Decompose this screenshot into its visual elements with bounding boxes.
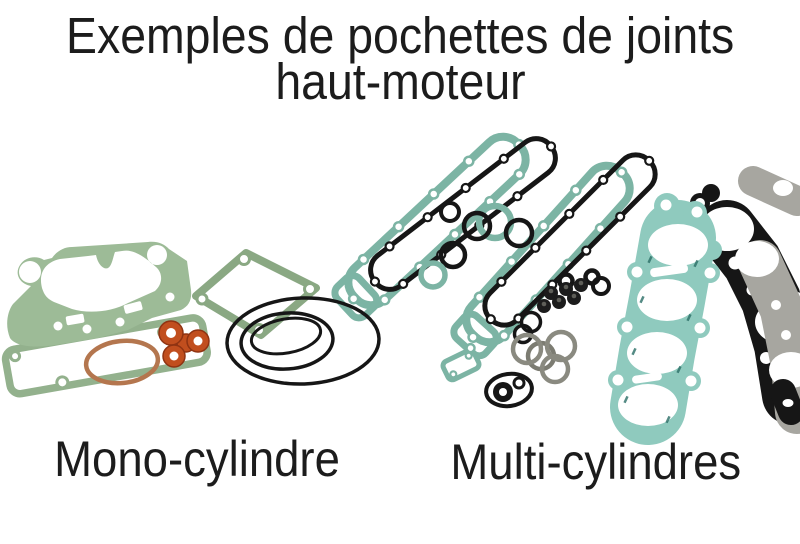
cam-ring-black-1 — [461, 210, 493, 242]
mono-cover-gasket — [192, 249, 320, 339]
mono-cylinder-gasket-set — [1, 241, 381, 398]
head-gasket-green — [608, 193, 722, 445]
label-mono-cylindre: Mono-cylindre — [54, 431, 340, 487]
head-gasket-print-marks — [623, 255, 699, 424]
label-multi-cylindres: Multi-cylindres — [450, 434, 742, 490]
copper-ring — [83, 338, 161, 386]
cam-ring-black-4 — [438, 240, 468, 270]
head-gasket-steel-top — [738, 166, 800, 216]
page-title: Exemples de pochettes de joints haut-mot… — [0, 7, 800, 110]
title-line-2: haut-moteur — [274, 53, 526, 110]
orange-washers — [158, 320, 210, 368]
steel-washers — [510, 329, 578, 385]
hidden-o-ring — [591, 276, 611, 296]
valve-stem-seals — [537, 268, 601, 313]
small-plate-gasket — [440, 342, 482, 383]
valve-cover-gasket-black-2 — [482, 152, 658, 328]
head-gasket-black-tail — [770, 379, 800, 425]
oil-seal — [484, 371, 534, 409]
valve-cover-gasket-black-1 — [368, 136, 558, 292]
mono-head-gasket — [7, 241, 192, 347]
cam-ring-black-2 — [503, 217, 535, 249]
cam-ring-green-2 — [418, 260, 448, 290]
multi-cylinder-gasket-set — [331, 132, 800, 445]
cam-ring-black-3 — [439, 201, 461, 223]
mono-o-rings — [225, 296, 381, 386]
title-line-1: Exemples de pochettes de joints — [65, 7, 735, 64]
